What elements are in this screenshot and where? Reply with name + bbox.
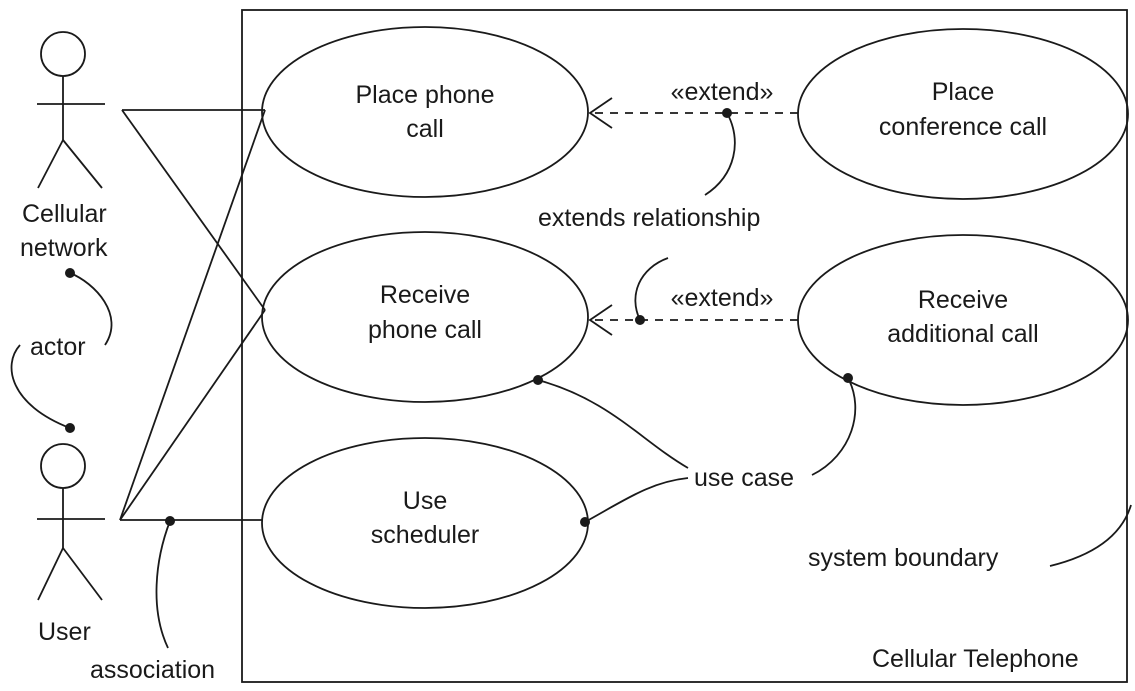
annotation-system-boundary: system boundary: [808, 544, 999, 572]
extend-stereotype-bottom: «extend»: [671, 284, 774, 312]
use-case-use-scheduler-label-line2: scheduler: [371, 521, 479, 549]
actor-cellular-network: [37, 31, 105, 189]
annotation-association: association: [90, 656, 215, 684]
actor-user: [37, 443, 105, 601]
system-boundary-box: [241, 9, 1128, 683]
association-lines: [119, 109, 266, 521]
use-case-receive-phone-call: Receive phone call: [261, 231, 589, 403]
use-case-receive-phone-call-label: Receive: [380, 281, 470, 309]
use-case-place-phone-call-label-line2: call: [406, 115, 444, 143]
actor-user-label: User: [38, 618, 91, 646]
actor-cellular-network-label-line2: network: [20, 234, 108, 262]
annotation-extends-relationship: extends relationship: [538, 204, 760, 232]
use-case-place-phone-call-label: Place phone: [355, 81, 494, 109]
use-case-place-phone-call: Place phone call: [261, 26, 589, 198]
use-case-place-conference-call-label: Place: [932, 78, 995, 106]
use-case-use-scheduler-label: Use: [403, 487, 447, 515]
use-case-use-scheduler: Use scheduler: [261, 437, 589, 609]
system-boundary-name: Cellular Telephone: [872, 645, 1079, 673]
extend-stereotype-top: «extend»: [671, 78, 774, 106]
annotation-actor: actor: [30, 333, 86, 361]
extend-arrow-top: [588, 97, 798, 129]
use-case-receive-additional-call-label: Receive: [918, 286, 1008, 314]
use-case-place-conference-call: Place conference call: [797, 28, 1129, 200]
use-case-receive-phone-call-label-line2: phone call: [368, 316, 482, 344]
callout-system-boundary: [1049, 504, 1132, 567]
use-case-receive-additional-call-label-line2: additional call: [887, 320, 1039, 348]
actor-cellular-network-label: Cellular: [22, 200, 107, 228]
callout-actor: [10, 268, 113, 433]
use-case-place-conference-call-label-line2: conference call: [879, 113, 1047, 141]
callout-association: [155, 516, 175, 649]
extend-arrow-bottom: [588, 304, 798, 336]
callout-extends-relationship: [634, 108, 736, 325]
annotation-use-case: use case: [694, 464, 794, 492]
callout-use-case: [533, 373, 857, 527]
